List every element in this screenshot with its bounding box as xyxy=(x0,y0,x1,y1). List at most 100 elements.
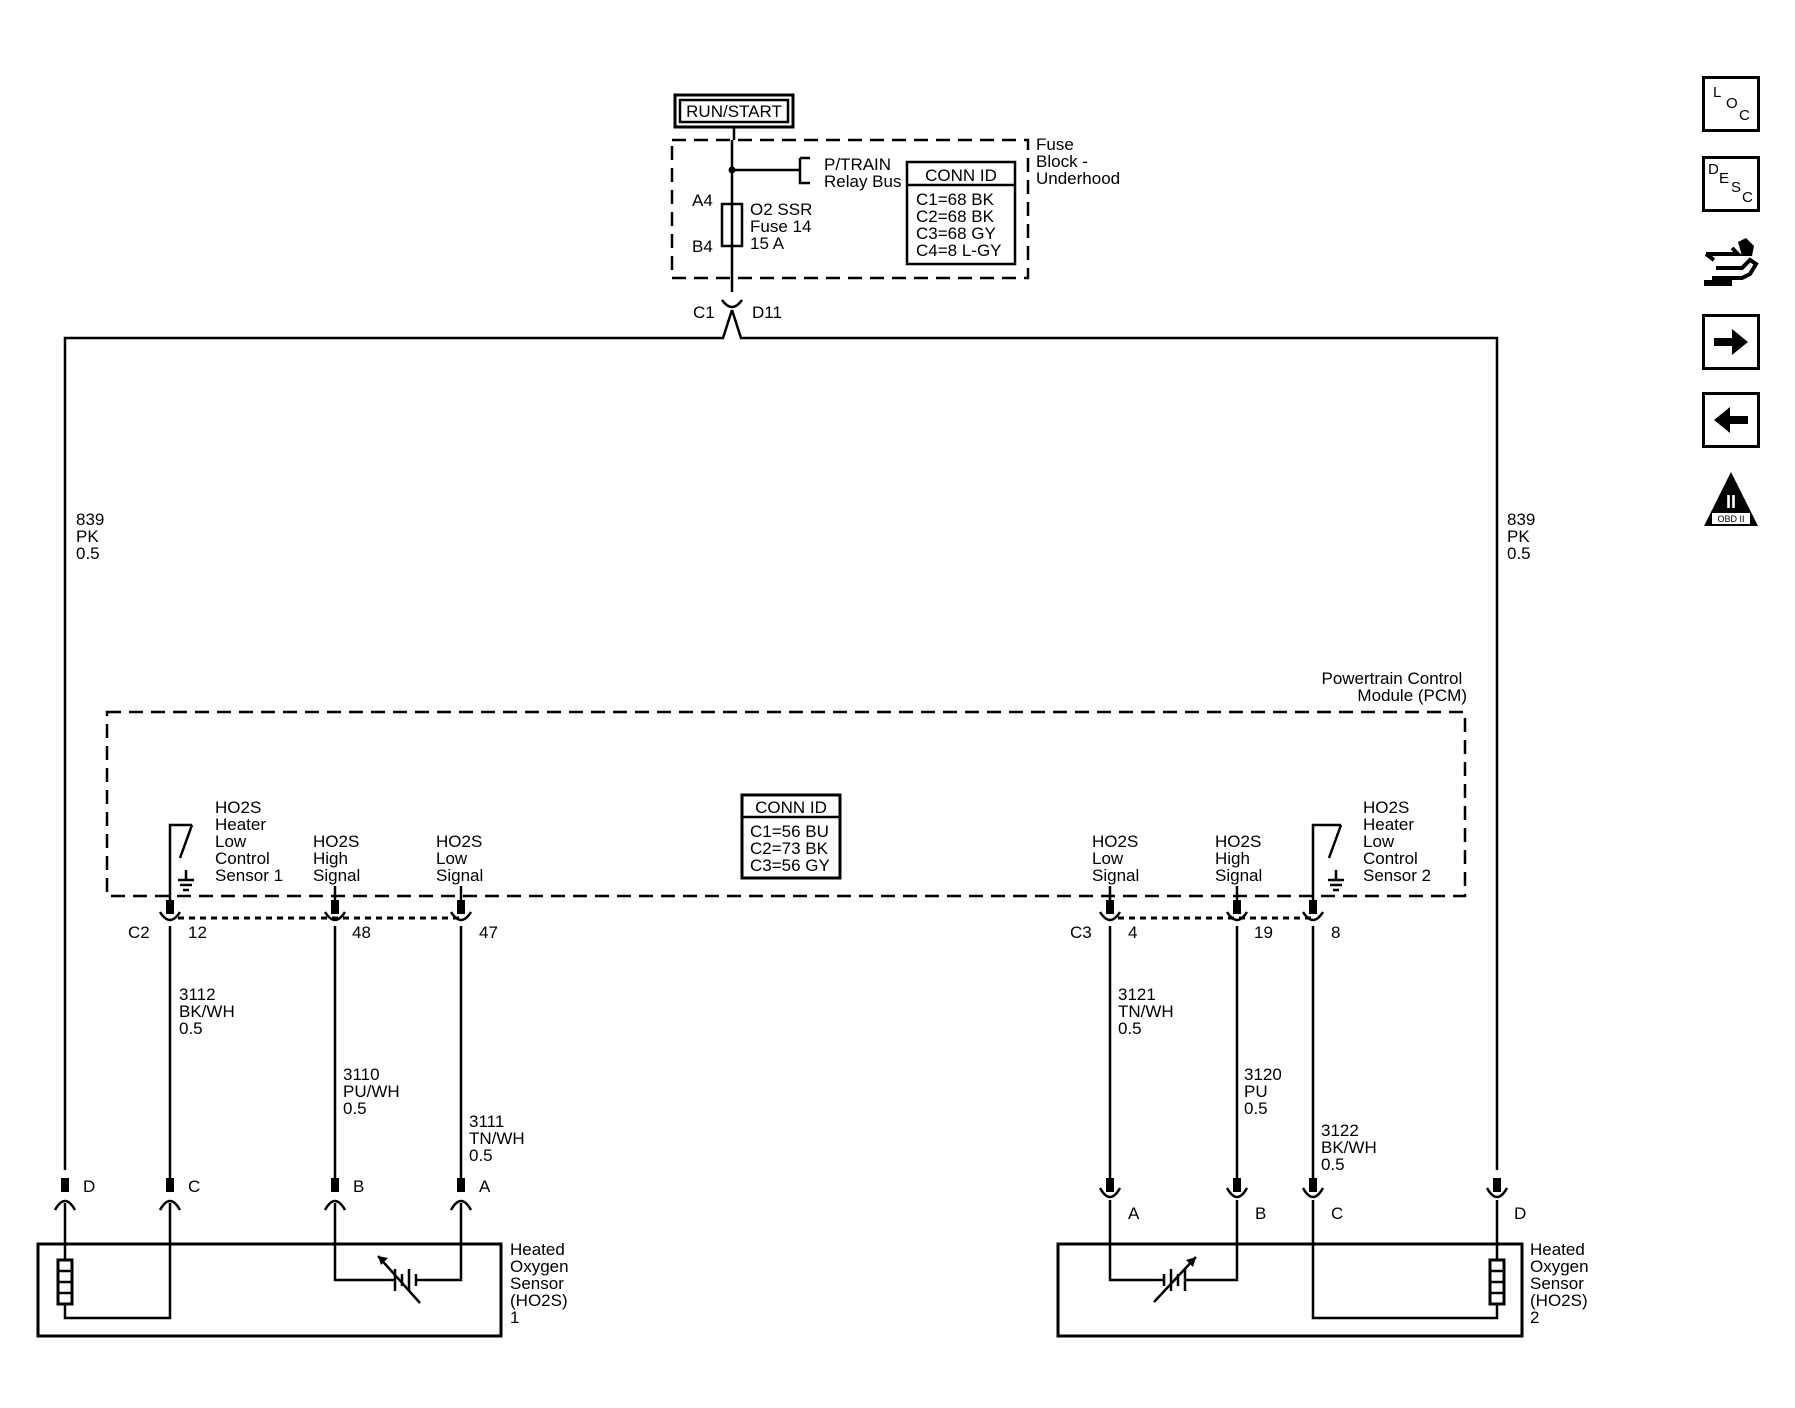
loc-letter-o: O xyxy=(1726,95,1738,112)
loc-button[interactable]: L O C xyxy=(1702,76,1760,132)
back-button[interactable] xyxy=(1702,392,1760,448)
s2-pin-c: C xyxy=(1331,1204,1343,1223)
fuse-label-2: Fuse 14 xyxy=(750,217,811,236)
feed-left-color: PK xyxy=(76,527,99,546)
relay-bus-line-2: Relay Bus xyxy=(824,172,901,191)
fuse-terminal-bottom: B4 xyxy=(692,237,713,256)
s1-pin-a-terminal xyxy=(449,1199,473,1211)
fuse-block-name-3: Underhood xyxy=(1036,169,1120,188)
c2-pin-12-post xyxy=(166,900,174,914)
s2-pin-b-terminal xyxy=(1225,1187,1249,1199)
loc-icon: L O C xyxy=(1702,76,1760,132)
desc-icon: D E S C xyxy=(1702,156,1760,212)
s2-signal-lead-b xyxy=(1193,1200,1239,1282)
connector-tool-button[interactable] xyxy=(1702,234,1760,290)
s2-name-1: Heated xyxy=(1530,1240,1585,1259)
fuse-conn-id-list: C1=68 BK C2=68 BK C3=68 GY C4=8 L-GY xyxy=(916,190,1002,260)
w3110-2: PU/WH xyxy=(343,1082,400,1101)
loc-letter-c: C xyxy=(1739,107,1750,124)
pcm-l1-2: Heater xyxy=(215,815,266,834)
desc-button[interactable]: D E S C xyxy=(1702,156,1760,212)
relay-bus-label: P/TRAIN Relay Bus xyxy=(824,155,901,191)
pcm-r3-1: HO2S xyxy=(1363,798,1409,817)
s1-name-2: Oxygen xyxy=(510,1257,569,1276)
pcm-r3-4: Control xyxy=(1363,849,1418,868)
next-button[interactable] xyxy=(1702,314,1760,370)
pcm-conn-id-list: C1=56 BU C2=73 BK C3=56 GY xyxy=(750,822,834,875)
heater-switch-left-lead xyxy=(168,823,192,904)
s1-name-3: Sensor xyxy=(510,1274,564,1293)
fuse-block-name: Fuse Block - Underhood xyxy=(1036,135,1120,188)
wire-3112-label: 3112 BK/WH 0.5 xyxy=(179,985,239,1038)
pcm-r1-1: HO2S xyxy=(1092,832,1138,851)
pcm-conn-id-box xyxy=(740,793,842,880)
fuse-block-outline xyxy=(670,138,1030,280)
splice-pin: D11 xyxy=(752,303,782,322)
desc-letter-e: E xyxy=(1719,170,1729,187)
w3120-3: 0.5 xyxy=(1244,1099,1268,1118)
s1-name-5: 1 xyxy=(510,1308,519,1327)
feed-right-size: 0.5 xyxy=(1507,544,1531,563)
w3111-1: 3111 xyxy=(469,1112,504,1131)
w3112-2: BK/WH xyxy=(179,1002,235,1021)
s2-pin-d-terminal xyxy=(1485,1187,1509,1199)
pcm-right-func-1: HO2S Low Signal xyxy=(1092,832,1143,885)
c3-pin-4-post xyxy=(1106,900,1114,914)
pcm-left-func-1: HO2S Heater Low Control Sensor 1 xyxy=(215,798,283,885)
pcm-outline xyxy=(105,710,1467,898)
c2-pin-48-post xyxy=(331,900,339,914)
pcm-r2-3: Signal xyxy=(1215,866,1262,885)
obd-ii-label: OBD II xyxy=(1717,514,1744,524)
wire-3110-label: 3110 PU/WH 0.5 xyxy=(343,1065,404,1118)
fuse-block-name-2: Block - xyxy=(1036,152,1088,171)
c3-pin-19-label: 19 xyxy=(1254,923,1273,942)
w3122-1: 3122 xyxy=(1321,1121,1359,1140)
w3112-3: 0.5 xyxy=(179,1019,203,1038)
pcm-left-func-3: HO2S Low Signal xyxy=(436,832,487,885)
next-arrow-icon xyxy=(1702,314,1760,370)
fuse-conn-id-1: C1=68 BK xyxy=(916,190,995,209)
s2-pin-c-post xyxy=(1309,1178,1317,1192)
s1-pin-a: A xyxy=(479,1177,491,1196)
connector-tool-icon xyxy=(1704,238,1759,286)
w3120-1: 3120 xyxy=(1244,1065,1282,1084)
pcm-r3-3: Low xyxy=(1363,832,1395,851)
s2-pin-a-post xyxy=(1106,1178,1114,1192)
heater-switch-right-ground-icon xyxy=(1328,870,1344,892)
feed-right-color: PK xyxy=(1507,527,1530,546)
wire-3121-label: 3121 TN/WH 0.5 xyxy=(1118,985,1178,1038)
s1-pin-d: D xyxy=(83,1177,95,1196)
w3122-3: 0.5 xyxy=(1321,1155,1345,1174)
w3120-2: PU xyxy=(1244,1082,1268,1101)
feed-right-circuit: 839 xyxy=(1507,510,1535,529)
s2-pin-d: D xyxy=(1514,1204,1526,1223)
heater-switch-right-lead xyxy=(1311,823,1341,904)
fuse-label-3: 15 A xyxy=(750,234,785,253)
c3-pin-8-post xyxy=(1309,900,1317,914)
s2-pin-d-post xyxy=(1493,1178,1501,1192)
obd-ii-button[interactable]: II OBD II xyxy=(1702,470,1760,526)
pcm-l1-4: Control xyxy=(215,849,270,868)
s1-name-1: Heated xyxy=(510,1240,565,1259)
s1-pin-a-post xyxy=(457,1178,465,1192)
c2-pin-48-label: 48 xyxy=(352,923,371,942)
fuse-conn-id-2: C2=68 BK xyxy=(916,207,995,226)
sensor-2-connector xyxy=(1098,1178,1509,1199)
s2-pin-b-post xyxy=(1233,1178,1241,1192)
back-arrow-icon xyxy=(1702,392,1760,448)
w3121-3: 0.5 xyxy=(1118,1019,1142,1038)
obd-ii-numeral: II xyxy=(1726,492,1736,512)
s1-pin-c-terminal xyxy=(158,1199,182,1211)
pcm-c3-terminals xyxy=(1098,911,1325,922)
sensor-2-name: Heated Oxygen Sensor (HO2S) 2 xyxy=(1530,1240,1593,1327)
c3-pin-8-terminal xyxy=(1301,911,1325,922)
pcm-r1-2: Low xyxy=(1092,849,1124,868)
wire-3111-label: 3111 TN/WH 0.5 xyxy=(469,1112,529,1165)
pcm-conn-id-1: C1=56 BU xyxy=(750,822,829,841)
fuse-label: O2 SSR Fuse 14 15 A xyxy=(750,200,817,253)
pcm-l1-1: HO2S xyxy=(215,798,261,817)
s1-pin-c: C xyxy=(188,1177,200,1196)
s1-pin-b-terminal xyxy=(323,1199,347,1211)
s1-signal-lead-a xyxy=(424,1203,463,1282)
fuse-conn-id-title: CONN ID xyxy=(925,166,997,185)
